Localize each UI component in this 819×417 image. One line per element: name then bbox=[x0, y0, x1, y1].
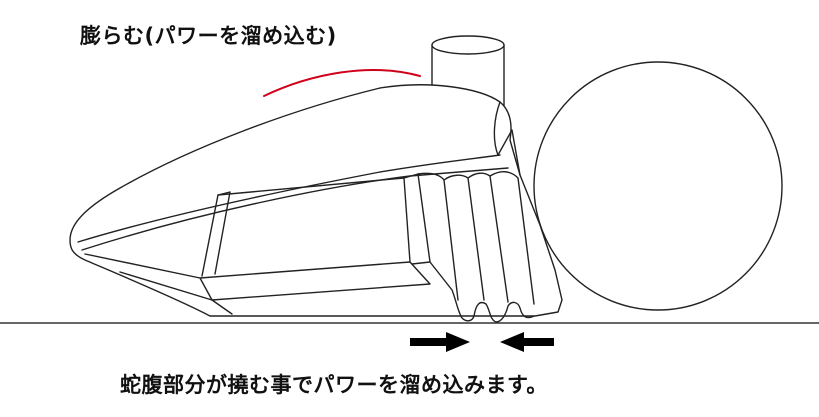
bellows-fold-4 bbox=[489, 171, 535, 305]
sole-rail-back bbox=[119, 271, 233, 315]
bulge-caption: 膨らむ(パワーを溜め込む) bbox=[80, 24, 337, 48]
golf-ball bbox=[533, 61, 783, 311]
arrow-right-pointing bbox=[410, 332, 470, 352]
bulge-indicator bbox=[263, 68, 421, 97]
club-head-body bbox=[69, 84, 563, 317]
hosel-top bbox=[431, 35, 505, 55]
heel-fold bbox=[497, 129, 521, 176]
bellows-scallop bbox=[429, 261, 535, 323]
bellows-left-edge bbox=[403, 173, 431, 265]
compression-arrows bbox=[410, 332, 554, 352]
sole-rail-front bbox=[84, 253, 201, 279]
bellows-caption: 蛇腹部分が撓む事でパワーを溜め込みます。 bbox=[120, 373, 548, 397]
crown-edge bbox=[77, 154, 501, 243]
sole-cavity bbox=[201, 191, 231, 277]
arrow-left-pointing bbox=[500, 332, 554, 352]
toe-fold bbox=[493, 101, 501, 156]
sole-panel bbox=[199, 261, 431, 301]
